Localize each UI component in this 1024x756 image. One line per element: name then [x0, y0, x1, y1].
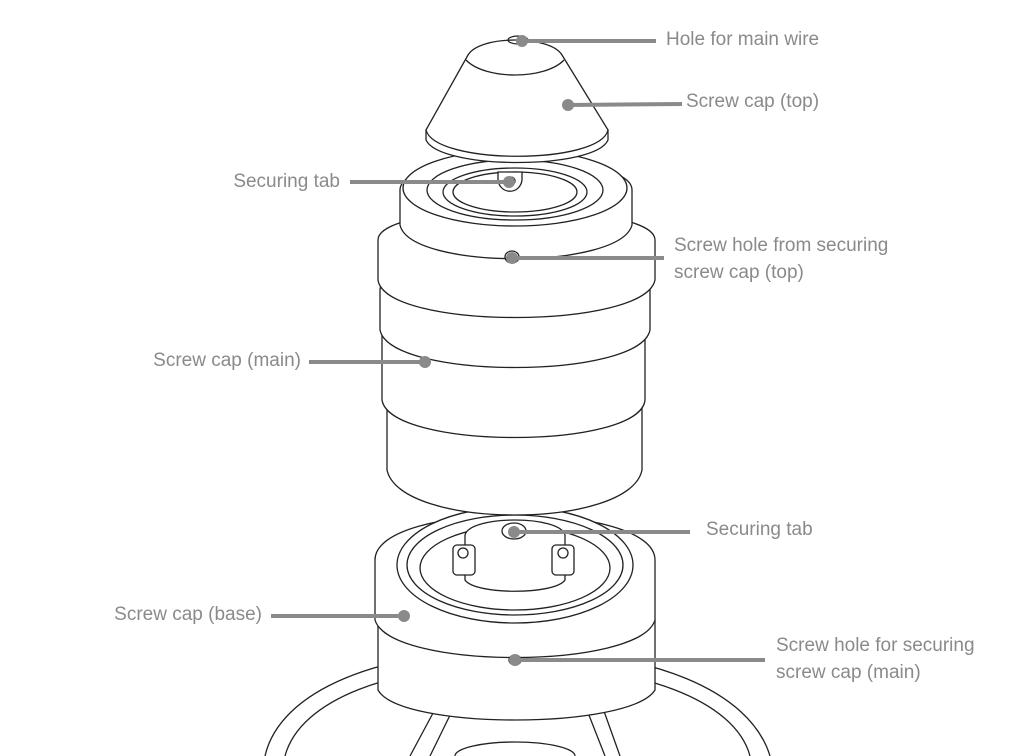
label-line-2: screw cap (main) — [776, 662, 921, 683]
label-line-2: screw cap (top) — [674, 262, 804, 283]
label-screw-cap-main: Screw cap (main) — [153, 350, 301, 371]
screw-cap-main — [377, 149, 656, 516]
label-securing-tab-top: Securing tab — [233, 171, 340, 192]
label-hole-main-wire: Hole for main wire — [666, 29, 820, 50]
label-securing-tab-base: Securing tab — [706, 519, 813, 540]
label-screw-cap-top: Screw cap (top) — [686, 91, 820, 112]
label-screw-hole-main: Screw hole for securing screw cap (main) — [776, 632, 975, 686]
label-line-1: Screw hole from securing — [674, 235, 889, 256]
label-screw-hole-top: Screw hole from securing screw cap (top) — [674, 232, 888, 286]
screw-cap-base — [374, 506, 656, 721]
label-screw-cap-base: Screw cap (base) — [114, 604, 262, 625]
callout-lines — [271, 35, 765, 666]
screw-cap-top — [425, 35, 609, 164]
label-line-1: Screw hole for securing — [776, 635, 975, 656]
